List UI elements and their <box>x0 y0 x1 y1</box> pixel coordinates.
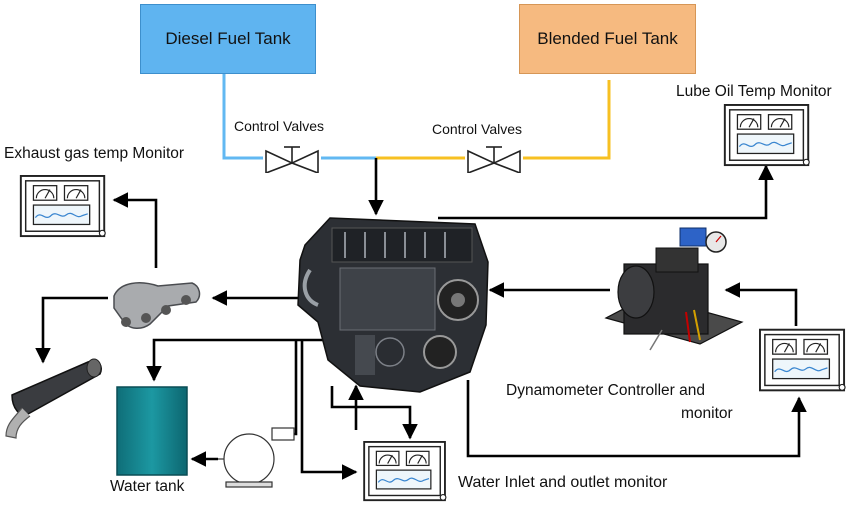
blended-fuel-tank-label: Blended Fuel Tank <box>537 29 678 48</box>
exhaust-manifold-image <box>113 282 201 329</box>
dyno-label-line1: Dynamometer Controller and <box>506 382 706 399</box>
diesel-fuel-line <box>222 74 376 160</box>
diesel-fuel-tank-label: Diesel Fuel Tank <box>165 29 291 48</box>
control-valves-right-label: Control Valves <box>432 121 523 137</box>
dyno-monitor-icon <box>759 328 847 392</box>
lube-oil-monitor-icon <box>723 104 811 167</box>
water-tank-image <box>116 386 188 476</box>
control-valves-left-label: Control Valves <box>234 118 325 134</box>
water-monitor-label: Water Inlet and outlet monitor <box>458 474 668 491</box>
blended-fuel-tank-box: Blended Fuel Tank <box>519 4 696 74</box>
exhaust-monitor-label: Exhaust gas temp Monitor <box>4 145 185 162</box>
control-valve-left-icon <box>265 146 319 173</box>
water-monitor-icon <box>363 441 447 502</box>
control-valve-right-icon <box>467 146 521 173</box>
dyno-label-line2: monitor <box>681 405 733 422</box>
water-pump-image <box>218 427 295 488</box>
exhaust-monitor-icon <box>19 175 107 238</box>
muffler-image <box>5 358 102 439</box>
dynamometer-image <box>604 227 744 351</box>
water-tank-label: Water tank <box>110 478 185 495</box>
lube-oil-monitor-label: Lube Oil Temp Monitor <box>676 83 832 100</box>
engine-image <box>297 217 489 393</box>
diesel-fuel-tank-box: Diesel Fuel Tank <box>140 4 316 74</box>
blended-fuel-line <box>376 80 611 160</box>
